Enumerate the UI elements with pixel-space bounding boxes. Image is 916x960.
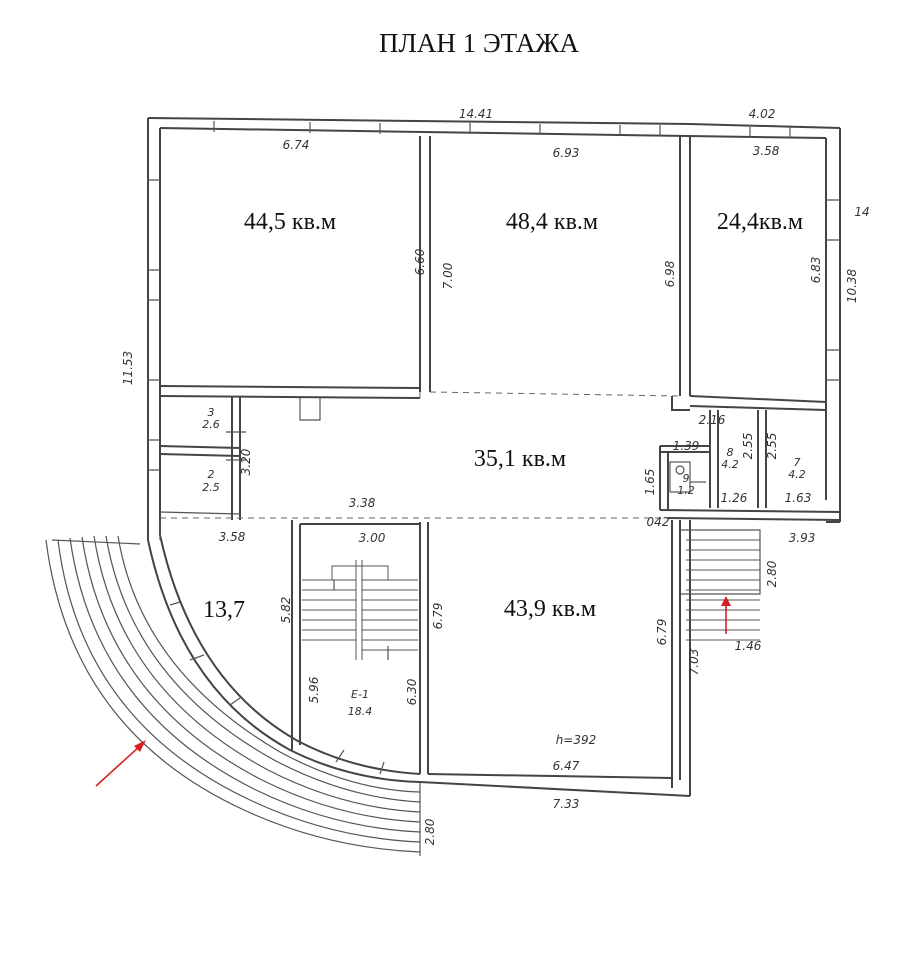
dim-280-bottom: 2.80 (423, 818, 437, 845)
dim-left-total: 11.53 (121, 351, 135, 385)
staircase (291, 520, 429, 774)
dim-room2-left-height: 7.00 (441, 262, 455, 289)
room-number-2: 2 (208, 468, 215, 481)
room-area-8: 4.2 (721, 458, 739, 471)
dim-room6-width: 6.47 (553, 759, 580, 773)
room-area-3-small: 2.6 (202, 418, 220, 431)
plan-title: ПЛАН 1 ЭТАЖА (379, 28, 579, 58)
hall-dashes (160, 391, 681, 519)
small-rooms-left (159, 396, 321, 520)
entry-arrows (95, 596, 731, 787)
room-number-3: 3 (208, 406, 215, 419)
dim-126: 1.26 (721, 491, 748, 505)
dim-room1-height: 6.60 (413, 248, 427, 275)
dim-393: 3.93 (789, 531, 816, 545)
room-area-6: 43,9 кв.м (504, 596, 596, 622)
dim-stair-h1: 5.82 (279, 597, 293, 624)
small-rooms-right (659, 396, 841, 521)
outer-walls (147, 117, 841, 540)
dim-139: 1.39 (673, 439, 700, 453)
room-number-9: 9 (683, 472, 690, 485)
dim-room6-h: 6.79 (655, 619, 669, 646)
room-area-hall: 35,1 кв.м (474, 446, 566, 472)
room-area-2-small: 2.5 (202, 481, 220, 494)
dim-bottom-total: 7.33 (553, 797, 580, 811)
dim-ceiling: h=392 (556, 733, 597, 747)
room-area-2: 48,4 кв.м (506, 209, 598, 235)
dim-hall-w1: 3.38 (349, 496, 376, 510)
dim-stair-width: 3.00 (359, 531, 386, 545)
dim-room3-width: 3.58 (753, 144, 780, 158)
dim-stair-h2: 6.79 (431, 603, 445, 630)
room-number-8: 8 (727, 446, 734, 459)
dim-255a: 2.55 (741, 433, 755, 460)
dim-163: 1.63 (785, 491, 812, 505)
dimension-labels: 14.41 4.02 6.74 6.93 3.58 6.60 7.00 6.98… (121, 107, 870, 845)
room-area-e1: 18.4 (348, 705, 373, 718)
room-area-1: 44,5 кв.м (244, 209, 336, 235)
edge-note: 14 (854, 205, 869, 219)
room-area-7: 4.2 (788, 468, 806, 481)
curved-wall (45, 520, 421, 856)
room-area-9: 1.2 (677, 484, 695, 497)
room-number-7: 7 (794, 456, 801, 469)
lower-right-room (419, 520, 761, 797)
dim-703: 7.03 (687, 649, 701, 676)
dim-room1-width: 6.74 (283, 138, 310, 152)
dim-corridor-width: 2.16 (699, 413, 726, 427)
dim-280-right: 2.80 (765, 560, 779, 587)
dim-stair-h4: 6.30 (405, 678, 419, 705)
dim-hall-w2: 3.58 (219, 530, 246, 544)
dim-255b: 2.55 (765, 433, 779, 460)
room-number-e1: Е-1 (351, 688, 369, 701)
dim-146: 1.46 (735, 639, 762, 653)
dim-room2-width: 6.93 (553, 146, 580, 160)
dim-room2-right-height: 6.98 (663, 260, 677, 287)
dim-room3-height: 6.83 (809, 257, 823, 284)
dim-320: 3.20 (239, 448, 253, 475)
dim-stair-h3: 5.96 (307, 676, 321, 703)
dim-165: 1.65 (643, 469, 657, 496)
dim-top-total: 14.41 (459, 107, 493, 121)
room-area-5: 13,7 (203, 597, 245, 623)
dim-top-right: 4.02 (749, 107, 776, 121)
room-area-3: 24,4кв.м (717, 209, 803, 235)
dim-042: 042 (647, 515, 670, 529)
dim-right-total: 10.38 (845, 268, 859, 303)
